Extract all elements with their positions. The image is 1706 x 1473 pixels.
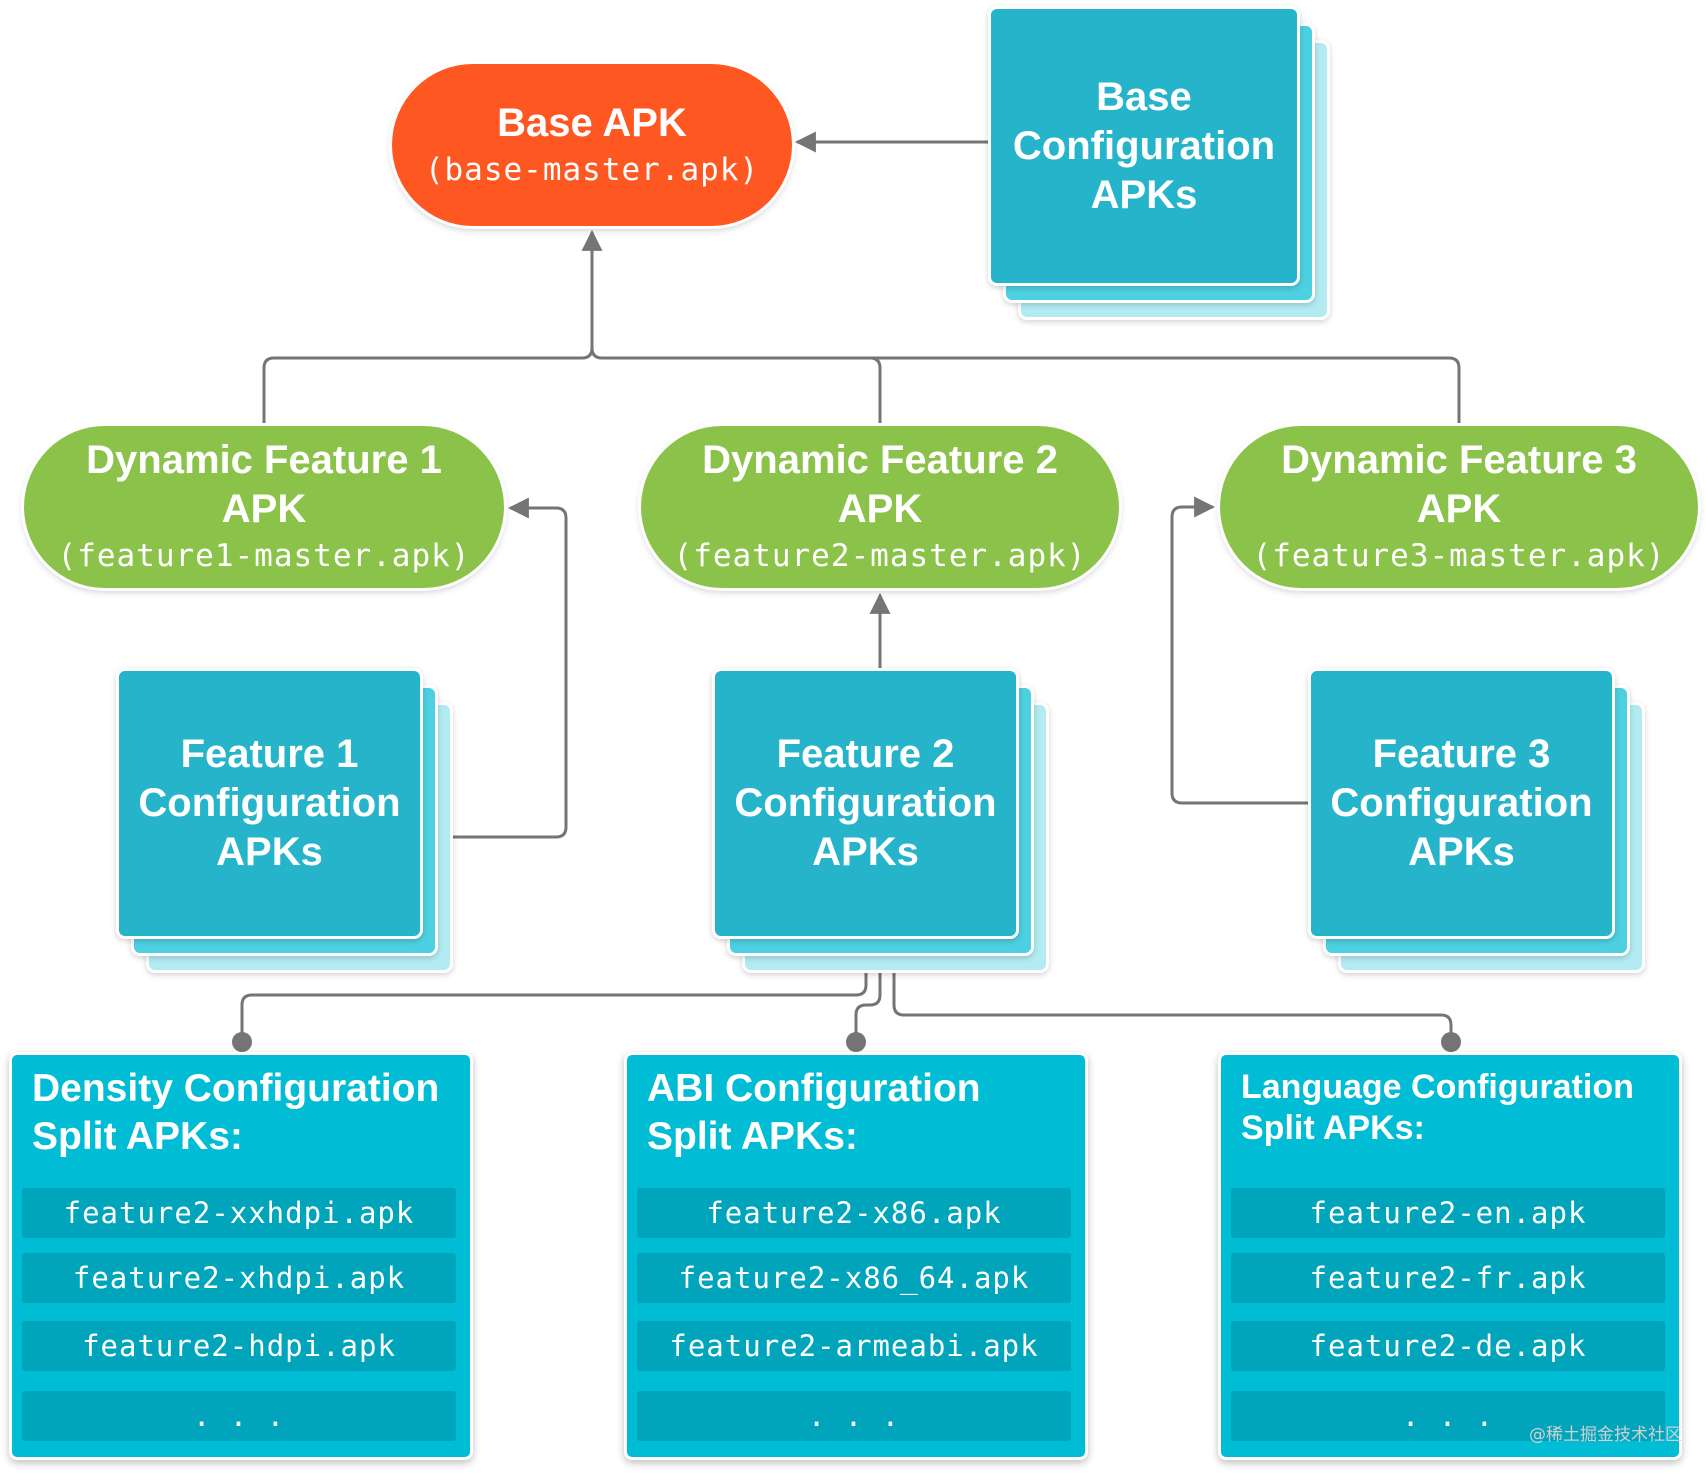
abi-split-title: ABI Configuration Split APKs: [647, 1067, 981, 1158]
abi-split-panel: ABI Configuration Split APKs: feature2-x… [624, 1052, 1088, 1460]
language-split-item: feature2-de.apk [1231, 1321, 1665, 1371]
language-split-title: Language Configuration Split APKs: [1241, 1068, 1634, 1147]
abi-split-item: feature2-x86.apk [637, 1188, 1071, 1238]
feature1-config-stack: Feature 1 Configuration APKs [116, 668, 453, 973]
base-apk-node: Base APK (base-master.apk) [392, 64, 792, 226]
dot-language [1441, 1032, 1461, 1052]
density-split-item: feature2-xhdpi.apk [22, 1253, 456, 1303]
feature2-apk-subtitle: APK [837, 487, 923, 531]
base-apk-file: (base-master.apk) [424, 151, 760, 188]
feature3-apk-subtitle: APK [1416, 487, 1502, 531]
feature1-apk-title: Dynamic Feature 1 [86, 438, 442, 482]
arrow-f1config-to-f1 [451, 497, 568, 839]
feature2-apk-title: Dynamic Feature 2 [702, 438, 1058, 482]
density-split-item: feature2-hdpi.apk [22, 1321, 456, 1371]
feature2-apk-file: (feature2-master.apk) [673, 538, 1087, 574]
base-apk-title: Base APK [497, 100, 687, 145]
abi-split-item: feature2-armeabi.apk [637, 1321, 1071, 1371]
feature3-config-stack: Feature 3 Configuration APKs [1308, 668, 1645, 973]
line-f2config-to-abi [854, 955, 882, 1040]
language-split-item: feature2-en.apk [1231, 1188, 1665, 1238]
feature2-apk-node: Dynamic Feature 2 APK (feature2-master.a… [641, 426, 1119, 588]
density-split-item: feature2-xxhdpi.apk [22, 1188, 456, 1238]
feature1-apk-file: (feature1-master.apk) [57, 538, 471, 574]
abi-split-item: feature2-x86_64.apk [637, 1253, 1071, 1303]
feature1-apk-node: Dynamic Feature 1 APK (feature1-master.a… [24, 426, 504, 588]
feature1-apk-subtitle: APK [221, 487, 307, 531]
density-split-title: Density Configuration Split APKs: [32, 1067, 440, 1158]
arrow-f3config-to-f3 [1170, 496, 1310, 805]
feature2-config-stack: Feature 2 Configuration APKs [712, 668, 1049, 973]
language-split-panel: Language Configuration Split APKs: featu… [1218, 1052, 1682, 1460]
feature1-config-label: Feature 1 Configuration APKs [138, 732, 401, 874]
dot-abi [846, 1032, 866, 1052]
feature3-config-label: Feature 3 Configuration APKs [1330, 732, 1593, 874]
density-split-item: . . . [22, 1391, 456, 1441]
feature3-apk-node: Dynamic Feature 3 APK (feature3-master.a… [1220, 426, 1698, 588]
language-split-item: feature2-fr.apk [1231, 1253, 1665, 1303]
feature3-apk-title: Dynamic Feature 3 [1281, 438, 1637, 482]
line-f2config-to-language [892, 970, 1453, 1040]
line-f2config-to-density [240, 940, 868, 1040]
base-config-stack: Base Configuration APKs [988, 6, 1330, 320]
feature3-apk-file: (feature3-master.apk) [1252, 538, 1666, 574]
base-config-label: Base Configuration APKs [1012, 74, 1276, 217]
language-split-item: . . . [1231, 1391, 1665, 1441]
dot-density [232, 1032, 252, 1052]
feature2-config-label: Feature 2 Configuration APKs [734, 732, 997, 874]
watermark: @稀土掘金技术社区 [1529, 1425, 1682, 1445]
line-feature1-to-base [262, 347, 594, 424]
density-split-panel: Density Configuration Split APKs: featur… [9, 1052, 473, 1460]
line-feature3-to-base [590, 347, 1461, 424]
line-feature2-to-base [869, 356, 882, 424]
abi-split-item: . . . [637, 1391, 1071, 1441]
